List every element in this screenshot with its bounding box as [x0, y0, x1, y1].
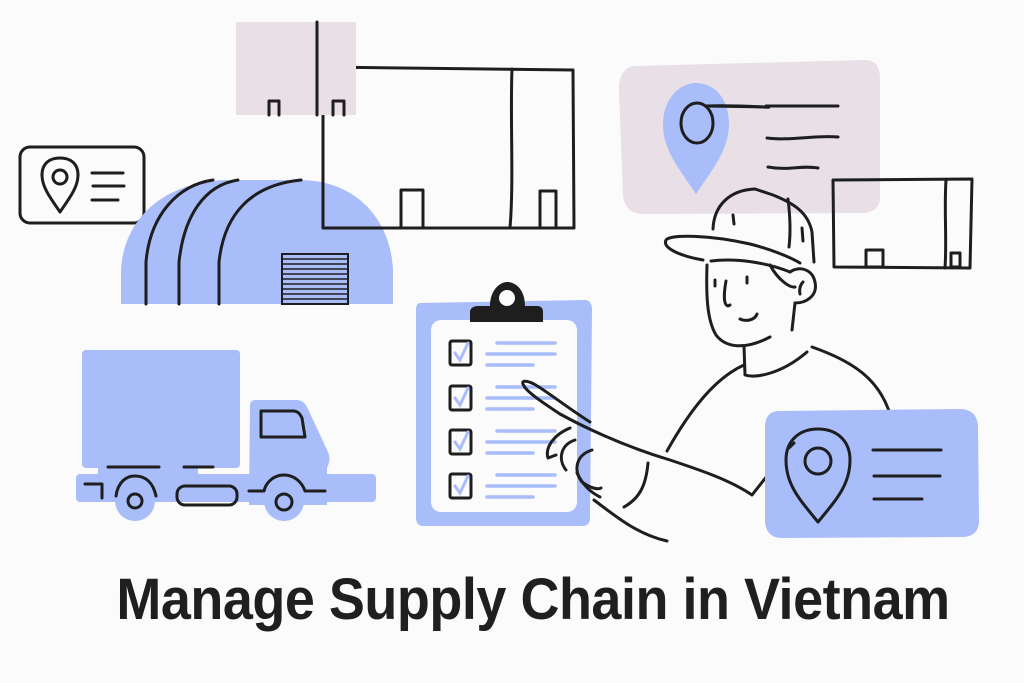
- map-pin-icon: [784, 427, 852, 524]
- warehouse: [121, 178, 393, 306]
- checkbox-icon: [448, 472, 473, 500]
- checklist-clipboard: [416, 282, 592, 526]
- location-card-small: [18, 145, 146, 225]
- map-pin-icon: [663, 83, 729, 194]
- checkbox-icon: [448, 428, 473, 456]
- page-title: Manage Supply Chain in Vietnam: [116, 567, 950, 632]
- shipping-box-small: [831, 177, 974, 270]
- location-card-mauve: [619, 60, 880, 214]
- shipping-box-mauve: [236, 20, 356, 117]
- delivery-truck: [76, 350, 376, 521]
- shipping-box-large: [321, 65, 576, 230]
- location-card-blue: [765, 409, 979, 538]
- worker-with-cap: [521, 187, 891, 543]
- checkbox-icon: [448, 339, 473, 367]
- clip-icon: [470, 282, 543, 322]
- rolling-door-icon: [281, 253, 349, 305]
- checkbox-icon: [448, 384, 473, 412]
- map-pin-icon: [40, 156, 80, 214]
- cab-window-icon: [259, 409, 307, 439]
